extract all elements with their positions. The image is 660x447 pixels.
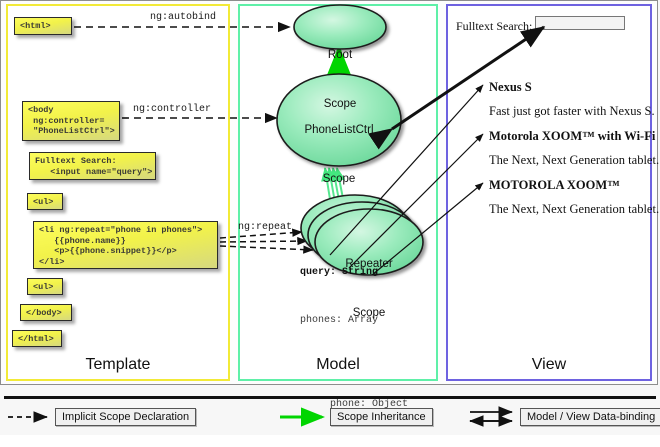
view-bullet-0	[477, 87, 481, 91]
legend-separator	[4, 396, 656, 399]
view-item-name-1: Motorola XOOM™ with Wi-Fi	[489, 129, 656, 143]
legend-item-model-view-data-binding: Model / View Data-binding	[520, 408, 660, 426]
panel-model-label: Model	[316, 356, 360, 373]
edge-label-ng-repeat: ng:repeat	[238, 222, 293, 233]
view-search-input[interactable]	[535, 16, 625, 30]
scope-repeater-prop-phone: phone: Object	[329, 399, 408, 410]
scope-phonelistctrl-title-1: PhoneListCtrl	[304, 124, 374, 136]
view-item-name-2: MOTOROLA XOOM™	[489, 178, 620, 192]
template-box-html-open: <html>	[14, 17, 72, 35]
view-item-snippet-0: Fast just got faster with Nexus S.	[489, 104, 655, 118]
diagram-root: Template Model View <html> <body ng:cont…	[0, 0, 660, 427]
template-box-ul-close: <ul>	[27, 278, 63, 295]
view-item-snippet-2: The Next, Next Generation tablet.	[489, 202, 660, 216]
scope-phonelistctrl-title-2: Scope	[322, 173, 356, 185]
view-bullet-1	[477, 136, 481, 140]
template-box-body-open: <body ng:controller= "PhoneListCtrl">	[22, 101, 120, 141]
template-box-body-close: </body>	[20, 304, 72, 321]
legend-item-scope-inheritance: Scope Inheritance	[330, 408, 433, 426]
scope-root-title-1: Root	[327, 49, 353, 61]
template-box-fulltext-search: Fulltext Search: <input name="query">	[29, 152, 156, 180]
edge-label-ng-autobind: ng:autobind	[150, 12, 217, 23]
scope-repeater-title-2: Scope	[352, 307, 386, 319]
scope-phonelistctrl-prop-phones: phones: Array	[299, 315, 378, 326]
edge-label-ng-controller: ng:controller	[133, 104, 212, 115]
scope-phonelistctrl-prop-query: query: String	[299, 267, 378, 278]
view-item-snippet-1: The Next, Next Generation tablet.	[489, 153, 660, 167]
legend-item-implicit-scope-declaration: Implicit Scope Declaration	[55, 408, 197, 426]
panel-template-label: Template	[85, 356, 151, 373]
template-box-ul-open: <ul>	[27, 193, 63, 210]
template-box-li-repeat: <li ng:repeat="phone in phones"> {{phone…	[33, 221, 218, 269]
view-bullet-2	[477, 185, 481, 189]
panel-view-label: View	[531, 356, 567, 373]
view-item-name-0: Nexus S	[489, 80, 532, 94]
view-search-label: Fulltext Search:	[456, 19, 533, 33]
scope-repeater-title-1: Repeater	[345, 258, 393, 270]
template-box-html-close: </html>	[12, 330, 62, 347]
